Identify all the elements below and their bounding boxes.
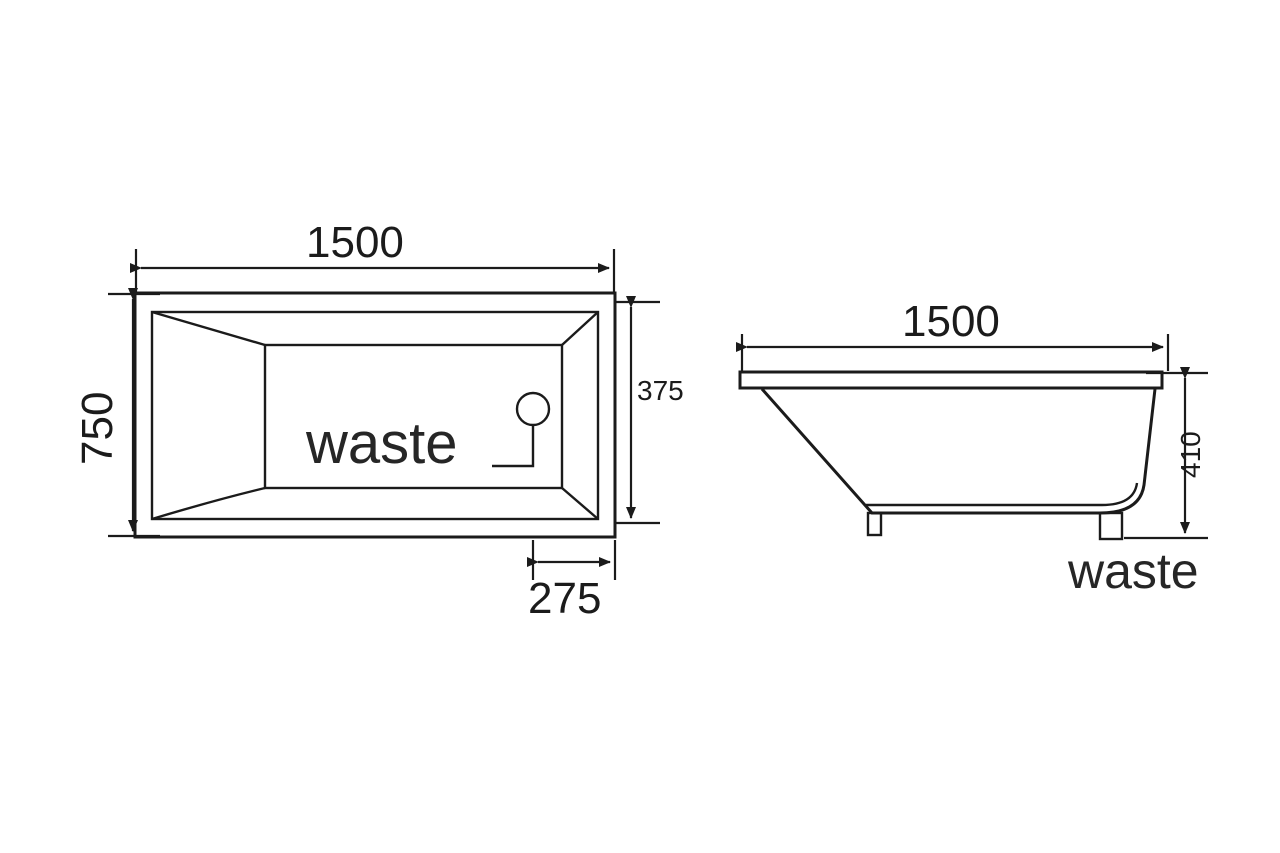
- plan-bevel-bottom-left: [151, 486, 266, 521]
- plan-dim-depth-750: 750: [73, 288, 160, 538]
- waste-leader-line: [492, 425, 535, 468]
- plan-dim-inner-375: 375: [616, 296, 684, 525]
- elevation-inner-base-line: [866, 482, 1139, 507]
- elevation-height-value: 410: [1175, 431, 1206, 478]
- elevation-waste-label: waste: [1067, 543, 1199, 599]
- elevation-dim-width-1500: 1500: [736, 297, 1170, 371]
- elevation-foot-right: [1098, 511, 1124, 541]
- plan-dim-waste-275: 275: [527, 540, 617, 623]
- plan-dim-width-1500: 1500: [130, 218, 616, 292]
- elevation-dim-height-410: 410: [1124, 367, 1208, 540]
- elevation-rim-bar: [738, 370, 1164, 390]
- plan-waste-label: waste: [305, 411, 458, 476]
- elevation-view: waste 1500 410: [736, 297, 1208, 599]
- plan-inner-value: 375: [637, 375, 684, 406]
- plan-bevel-top-left: [151, 310, 266, 347]
- plan-view: waste 1500 750 375: [73, 218, 684, 623]
- elevation-width-value: 1500: [902, 297, 1000, 346]
- plan-depth-value: 750: [73, 392, 122, 465]
- waste-outlet-icon: [515, 391, 551, 427]
- elevation-foot-left: [866, 511, 883, 537]
- elevation-outer-shell: [760, 388, 1157, 515]
- plan-bevel-bottom-right: [561, 487, 599, 520]
- plan-bevel-top-right: [561, 311, 599, 346]
- plan-base-outline: [263, 343, 564, 490]
- plan-waste-offset-value: 275: [528, 574, 601, 623]
- plan-width-value: 1500: [306, 218, 404, 267]
- plan-opening-outline: [150, 310, 600, 521]
